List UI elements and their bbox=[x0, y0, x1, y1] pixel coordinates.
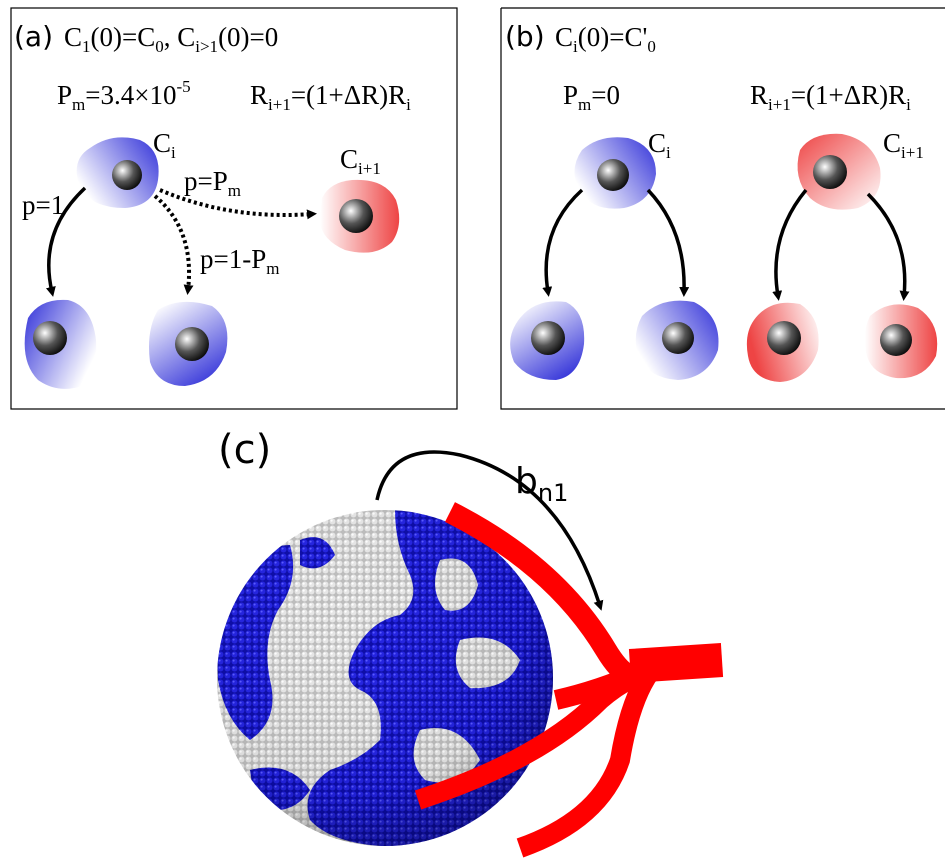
label-bn1: bn1 bbox=[515, 461, 568, 507]
nucleus bbox=[339, 199, 373, 233]
panel-a-frame bbox=[10, 7, 458, 410]
panel-b: (b) Ci(0)=C'0 Pm=0 Ri+1=(1+ΔR)Ri Ci Ci+1 bbox=[500, 7, 945, 410]
label-p-1-pm: p=1-Pm bbox=[200, 244, 279, 278]
cell-red-daughter-right bbox=[864, 304, 938, 379]
arrow-red-right bbox=[866, 192, 910, 301]
nucleus bbox=[175, 327, 209, 361]
nucleus bbox=[767, 321, 801, 355]
cell-daughter-right bbox=[149, 301, 228, 386]
label-ci: Ci bbox=[153, 128, 176, 162]
panel-b-mutation-rate: Pm=0 bbox=[563, 80, 620, 114]
tumor-spheroid bbox=[217, 510, 553, 846]
nucleus bbox=[112, 160, 142, 190]
panel-a-growth-rule: Ri+1=(1+ΔR)Ri bbox=[250, 80, 411, 114]
cell-ci1-parent bbox=[797, 133, 881, 210]
cell-ci-parent bbox=[76, 137, 159, 208]
cell-blue-daughter-right bbox=[635, 300, 719, 380]
panel-b-tag: (b) bbox=[505, 20, 545, 53]
nucleus bbox=[662, 322, 694, 354]
cell-blue-daughter-left bbox=[510, 301, 585, 380]
panel-b-initial-condition: Ci(0)=C'0 bbox=[555, 22, 656, 56]
panel-c-tag: (c) bbox=[218, 427, 271, 473]
panel-b-frame bbox=[500, 7, 945, 410]
arrow-red-left bbox=[772, 188, 808, 301]
blood-vessel bbox=[414, 502, 724, 858]
label-p-pm: p=Pm bbox=[184, 166, 241, 200]
arrow-blue-left bbox=[542, 188, 584, 297]
arrow-p1 bbox=[45, 186, 87, 297]
nucleus bbox=[597, 159, 629, 191]
panel-b-growth-rule: Ri+1=(1+ΔR)Ri bbox=[750, 80, 911, 114]
label-ci1: Ci+1 bbox=[883, 128, 924, 162]
nucleus bbox=[531, 321, 565, 355]
nucleus bbox=[880, 324, 912, 356]
panel-a: (a) C1(0)=C0, Ci>1(0)=0 Pm=3.4×10-5 Ri+1… bbox=[10, 7, 458, 410]
panel-a-tag: (a) bbox=[14, 20, 53, 53]
nucleus bbox=[33, 321, 67, 355]
arrow-migration bbox=[375, 450, 604, 611]
cell-red-daughter-left bbox=[746, 302, 819, 382]
arrow-no-mutation bbox=[153, 194, 194, 295]
label-ci: Ci bbox=[648, 128, 671, 162]
panel-a-mutation-rate: Pm=3.4×10-5 bbox=[57, 77, 191, 114]
arrow-blue-right bbox=[646, 188, 690, 297]
nucleus bbox=[813, 155, 847, 189]
cell-daughter-left bbox=[24, 299, 97, 389]
panel-c: (c) bn1 bbox=[217, 427, 724, 858]
label-p1: p=1 bbox=[22, 190, 64, 220]
cell-ci1-mutant bbox=[320, 179, 400, 253]
cell-ci-parent bbox=[574, 137, 656, 209]
panel-a-initial-condition: C1(0)=C0, Ci>1(0)=0 bbox=[64, 22, 278, 56]
label-ci1: Ci+1 bbox=[340, 144, 381, 178]
